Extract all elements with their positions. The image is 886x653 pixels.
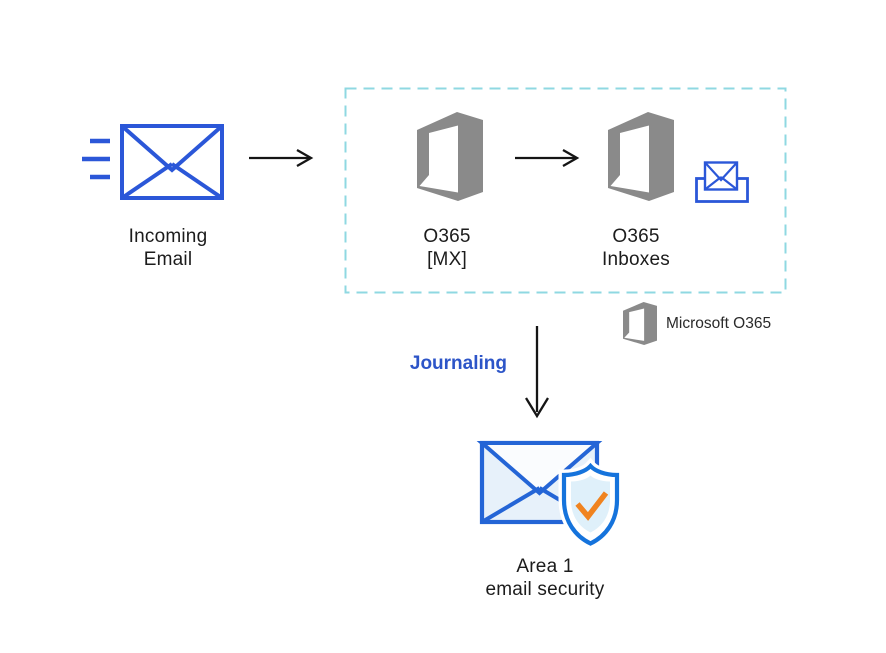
arrow-right-icon — [515, 149, 580, 167]
incoming-email-label-line1: Incoming — [128, 226, 208, 247]
o365-mx-label-line1: O365 — [423, 226, 471, 247]
legend-label: Microsoft O365 — [666, 315, 772, 332]
arrow-down-icon — [525, 326, 549, 419]
journaling-label: Journaling — [409, 353, 507, 374]
incoming-email-icon — [82, 124, 224, 200]
o365-mx-label: O365 [MX] — [387, 225, 507, 271]
incoming-email-label-line2: Email — [143, 249, 193, 270]
o365-mx-label-line2: [MX] — [427, 249, 467, 270]
inbox-tray-envelope-icon — [695, 161, 749, 203]
area1-label-line1: Area 1 — [516, 556, 574, 577]
o365-dashed-region — [344, 87, 787, 294]
office-365-logo — [417, 112, 483, 201]
o365-inboxes-label: O365 Inboxes — [576, 225, 696, 271]
speed-lines-icon — [82, 138, 110, 180]
o365-inboxes-label-line1: O365 — [612, 226, 660, 247]
area1-label: Area 1 email security — [462, 555, 628, 601]
area1-label-line2: email security — [485, 579, 605, 600]
incoming-email-label: Incoming Email — [105, 225, 231, 271]
area1-email-security-icon — [476, 440, 623, 550]
office-365-logo-small — [623, 302, 657, 345]
office-365-logo — [608, 112, 674, 201]
checkmark-icon — [575, 491, 609, 521]
o365-inboxes-label-line2: Inboxes — [602, 249, 670, 270]
shield-check-icon — [558, 457, 623, 550]
arrow-right-icon — [249, 149, 314, 167]
envelope-icon — [120, 124, 224, 200]
